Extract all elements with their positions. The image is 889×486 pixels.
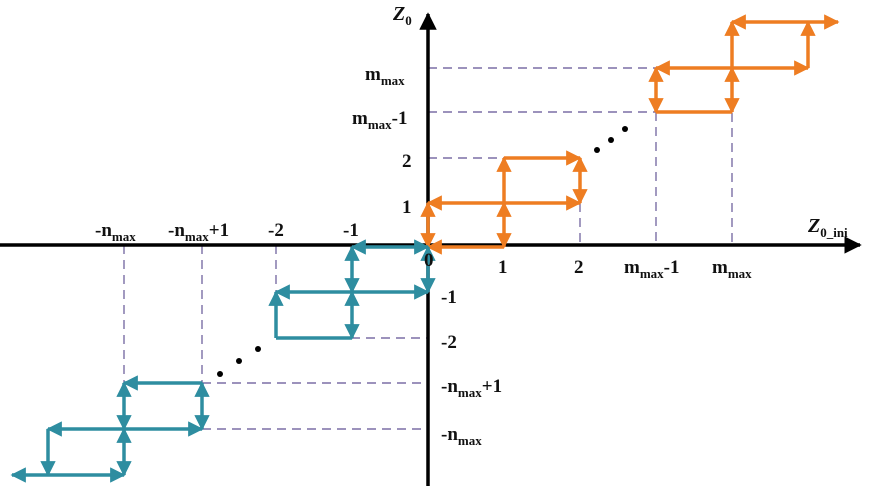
y-tick-neg-nmax: -nmax [441, 424, 482, 448]
x-tick-mmax-minus-1: mmax-1 [624, 257, 680, 281]
x-tick-origin: 0 [424, 250, 434, 271]
positive-hysteresis-loops [420, 14, 840, 255]
x-axis-label: Z0_ini [807, 215, 848, 240]
y-tick-1: 1 [402, 197, 412, 218]
x-tick-neg-2: -2 [268, 220, 284, 241]
x-tick-neg-1: -1 [343, 220, 359, 241]
x-tick-neg-nmax: -nmax [95, 220, 136, 244]
x-tick-2: 2 [574, 257, 584, 278]
y-axis-label: Z0 [392, 3, 412, 28]
y-tick-neg-1: -1 [441, 287, 457, 308]
y-tick-2: 2 [402, 151, 412, 172]
negative-hysteresis-loops [10, 239, 436, 483]
y-tick-mmax-minus-1: mmax-1 [352, 108, 408, 132]
ellipsis-dots-lower [217, 346, 261, 377]
x-tick-neg-nmax-plus-1: -nmax+1 [168, 220, 229, 244]
ellipsis-dots-upper [594, 126, 628, 153]
y-tick-neg-nmax-plus-1: -nmax+1 [441, 376, 502, 400]
x-tick-mmax: mmax [712, 257, 752, 281]
x-tick-1: 1 [498, 257, 508, 278]
y-tick-mmax: mmax [365, 64, 405, 88]
y-tick-neg-2: -2 [441, 332, 457, 353]
